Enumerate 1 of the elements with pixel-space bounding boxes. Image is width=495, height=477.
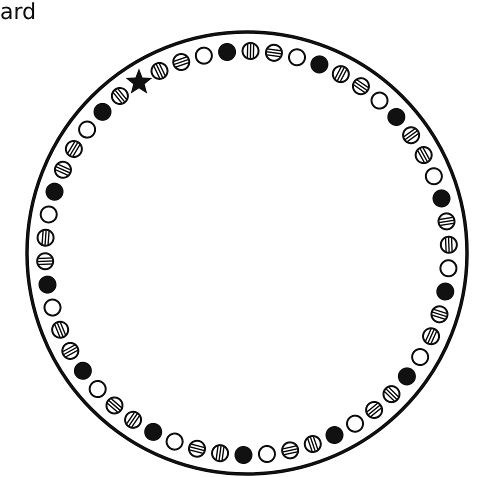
caption-text: ard — [0, 2, 36, 24]
